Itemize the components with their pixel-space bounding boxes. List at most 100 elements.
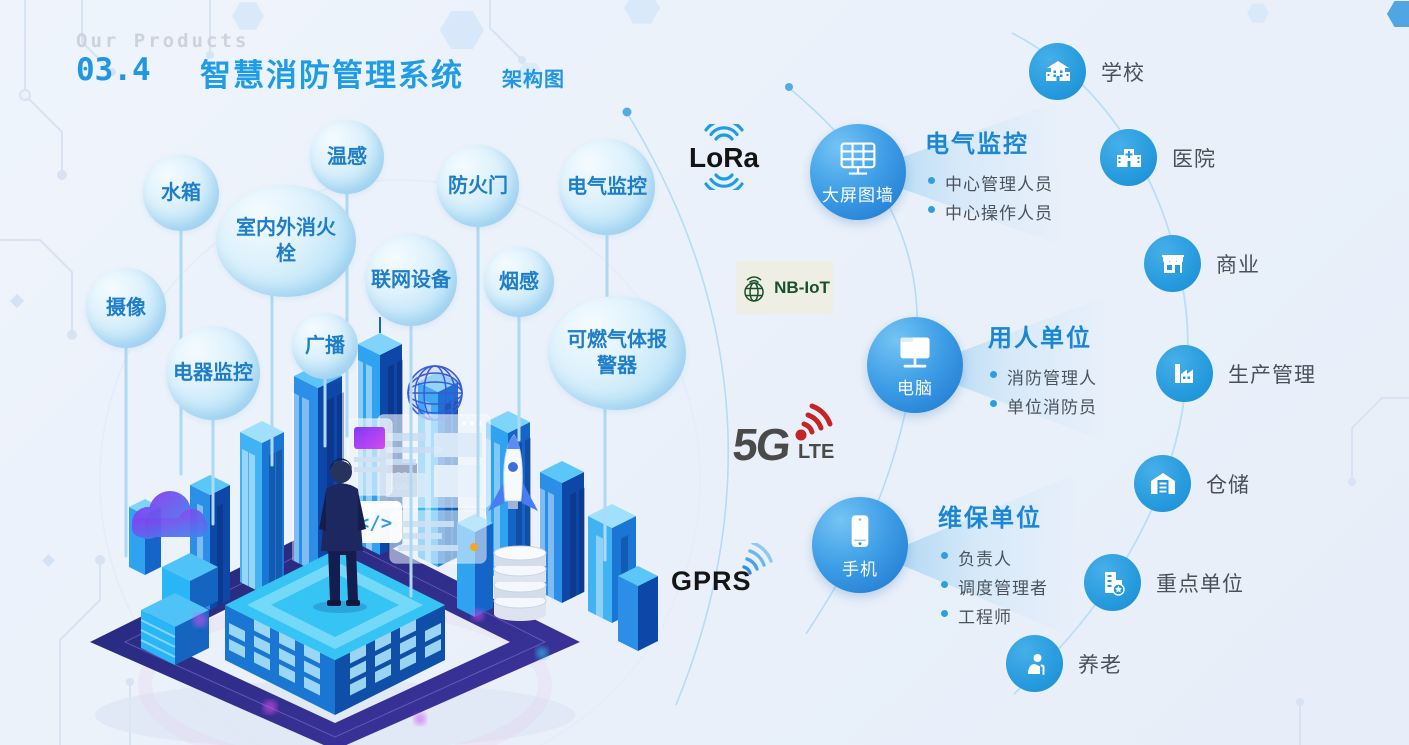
facility-production: 生产管理 [1156, 345, 1316, 402]
rocket [488, 434, 538, 511]
nbiot-logo: NB-IoT [736, 261, 833, 314]
platform-bullets: 消防管理人单位消防员 [990, 360, 1097, 422]
facility-label: 生产管理 [1228, 363, 1316, 387]
device-bubble-smoke-sensor: 烟感 [484, 247, 554, 317]
device-bubble-hydrant: 室内外消火栓 [216, 185, 356, 297]
bubble-label: 温感 [327, 146, 367, 168]
facility-label: 养老 [1078, 653, 1122, 677]
sign-text: LOGO [391, 484, 415, 491]
facility-label: 商业 [1216, 253, 1260, 277]
platform-circle-label: 大屏图墙 [822, 185, 894, 205]
desktop-icon [900, 336, 930, 367]
device-bubble-water-tank: 水箱 [143, 155, 219, 231]
platform-bullets: 负责人调度管理者工程师 [941, 541, 1048, 632]
neon-glow-dots [193, 609, 548, 725]
warehouse-icon [1150, 472, 1175, 494]
device-bubble-camera: 摄像 [86, 268, 166, 348]
arc-dot [785, 83, 793, 91]
bubble-label: 烟感 [499, 271, 539, 293]
lora-arcs-icon: LoRa [689, 119, 759, 195]
bullet-item: 中心管理人员 [928, 170, 1053, 195]
code-glyph: </> [358, 512, 392, 534]
platform-circle-label: 手机 [842, 559, 878, 579]
platform-circle-label: 电脑 [897, 378, 933, 398]
gprs-logo: GPRS [671, 543, 783, 601]
smartphone-icon [851, 514, 869, 547]
elderly-icon [1027, 653, 1044, 675]
facility-label: 重点单位 [1156, 572, 1244, 596]
lora-text: LoRa [689, 142, 759, 173]
dashboard-screen: </> [347, 414, 491, 564]
lte-text: LTE [798, 441, 835, 463]
bubble-label: 水箱 [161, 182, 201, 204]
nbiot-globe-icon [744, 275, 764, 302]
diamond-decor [9, 293, 55, 567]
platform-circle-phone: 手机 [812, 497, 908, 593]
device-bubble-gas-alarm: 可燃气体报警器 [548, 296, 686, 410]
device-bubble-heat-sensor: 温感 [310, 120, 384, 194]
bubble-label: 电器监控 [173, 362, 253, 384]
nbiot-text: NB-IoT [774, 277, 830, 297]
facility-commerce: 商业 [1144, 235, 1260, 292]
bullet-item: 单位消防员 [990, 393, 1097, 418]
bubble-label: 可燃气体报警器 [567, 329, 667, 377]
facility-label: 学校 [1101, 61, 1145, 85]
ring-road [90, 520, 580, 745]
platform-circle-screen-wall: 大屏图墙 [810, 124, 906, 220]
school-icon [1045, 60, 1070, 81]
platform-heading: 维保单位 [938, 505, 1042, 532]
bubble-label: 电气监控 [567, 176, 647, 198]
database-stack [493, 545, 547, 621]
pink-glow-ring [138, 598, 552, 745]
facility-elderly-care: 养老 [1006, 635, 1122, 692]
device-bubble-broadcast: 广播 [292, 313, 358, 379]
section-number: 03.4 [76, 52, 151, 88]
key-unit-icon [1104, 571, 1125, 596]
central-platform [225, 550, 445, 715]
sign-text: LOGO [391, 472, 415, 479]
platform-circle-computer: 电脑 [867, 317, 963, 413]
device-bubble-appliance-monitor: 电器监控 [166, 326, 260, 420]
page-subtitle: 架构图 [502, 69, 565, 91]
building-sign [389, 463, 417, 497]
facility-hospital: 医院 [1100, 129, 1216, 186]
cloud [132, 491, 208, 539]
bubble-label: 防火门 [448, 175, 508, 197]
bubble-label: 室内外消火栓 [236, 217, 336, 265]
fiveg-signal-icon [795, 403, 833, 441]
arc-dot [622, 107, 632, 117]
bubble-label: 摄像 [106, 297, 146, 319]
device-bubble-fire-door: 防火门 [437, 145, 519, 227]
page-title: 智慧消防管理系统 [200, 58, 464, 93]
bullet-item: 调度管理者 [941, 574, 1048, 599]
platform-bullets: 中心管理人员中心操作人员 [928, 166, 1053, 228]
bubble-label: 联网设备 [371, 269, 451, 291]
platform-heading: 电气监控 [925, 131, 1029, 158]
facility-label: 仓储 [1206, 473, 1250, 497]
bubble-label: 广播 [305, 335, 345, 357]
facility-school: 学校 [1029, 43, 1145, 100]
hospital-icon [1116, 148, 1141, 167]
facility-label: 医院 [1172, 147, 1216, 171]
lora-logo: LoRa [676, 119, 776, 195]
bullet-item: 中心操作人员 [928, 199, 1053, 224]
platform-heading: 用人单位 [988, 325, 1092, 352]
device-bubble-networked-device: 联网设备 [365, 234, 457, 326]
person [313, 458, 367, 613]
gprs-text: GPRS [671, 566, 752, 596]
fiveg-text: 5G [730, 419, 792, 470]
ground-shadow [95, 681, 575, 745]
bullet-item: 消防管理人 [990, 364, 1097, 389]
globe [407, 365, 463, 421]
eyebrow-text: Our Products [76, 30, 250, 52]
device-bubble-electrical-monitor: 电气监控 [559, 139, 655, 235]
gprs-signal-icon [742, 543, 773, 575]
facility-key-unit: 重点单位 [1084, 554, 1244, 611]
store-icon [1161, 254, 1184, 273]
bullet-item: 负责人 [941, 545, 1048, 570]
bullet-item: 工程师 [941, 603, 1048, 628]
factory-icon [1174, 363, 1193, 383]
video-wall-icon [840, 141, 876, 175]
facility-warehouse: 仓储 [1134, 455, 1250, 512]
